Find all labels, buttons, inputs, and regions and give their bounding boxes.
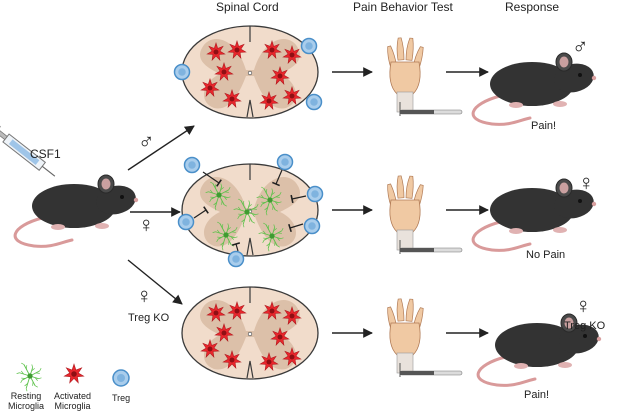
treg-cell-icon — [300, 37, 318, 55]
activated-microglia-icon — [200, 339, 220, 358]
paw-icon — [387, 175, 463, 254]
spinal-cord-icon — [181, 25, 319, 119]
inhibition-mark — [231, 242, 241, 252]
arrow-to-treg-ko — [127, 259, 183, 305]
inhibition-mark — [288, 223, 304, 233]
response-male-symbol: ♂ — [572, 34, 589, 59]
activated-microglia-icon — [270, 327, 290, 346]
header-spinal-cord: Spinal Cord — [216, 0, 279, 14]
female-symbol: ♀ — [138, 212, 155, 237]
syringe-icon — [0, 124, 56, 177]
header-pain-test: Pain Behavior Test — [353, 0, 453, 14]
activated-microglia-icon — [270, 66, 290, 85]
legend-activated-label: Activated Microglia — [54, 391, 92, 411]
response-female-symbol: ♀ — [578, 170, 595, 195]
activated-microglia-icon — [206, 303, 226, 322]
activated-microglia-icon — [262, 301, 282, 320]
activated-microglia-icon — [222, 350, 242, 369]
activated-microglia-icon — [206, 42, 226, 61]
outcome-row2: No Pain — [526, 249, 566, 261]
response-treg-ko-label: Treg KO — [564, 320, 606, 332]
response-female-ko-symbol: ♀ — [575, 293, 592, 318]
inhibition-mark — [202, 171, 222, 187]
header-response: Response — [505, 0, 560, 14]
row-1 — [173, 25, 463, 119]
resting-microglia-icon — [258, 222, 284, 252]
row-2 — [177, 153, 463, 268]
activated-microglia-icon — [262, 40, 282, 59]
activated-microglia-icon — [259, 91, 279, 110]
paw-icon — [387, 37, 463, 116]
outcome-row1: Pain! — [531, 120, 557, 132]
activated-microglia-icon — [282, 306, 302, 325]
resting-microglia-icon — [16, 362, 42, 392]
activated-microglia-icon — [259, 352, 279, 371]
outcome-row3: Pain! — [524, 389, 550, 401]
mouse-icon — [471, 178, 597, 252]
activated-microglia-icon — [63, 363, 85, 384]
inhibition-mark — [193, 206, 209, 219]
treg-cell-icon — [112, 369, 130, 387]
resting-microglia-icon — [256, 186, 282, 216]
arrow-to-male — [127, 125, 195, 171]
activated-microglia-icon — [214, 323, 234, 342]
mouse-icon — [13, 174, 139, 248]
csf1-label: CSF1 — [30, 147, 61, 161]
legend-resting-label: Resting Microglia — [8, 391, 45, 411]
activated-microglia-icon — [282, 86, 302, 105]
treg-cell-icon — [173, 63, 191, 81]
activated-microglia-icon — [200, 78, 220, 97]
mouse-icon — [471, 52, 597, 126]
paw-icon — [387, 298, 463, 377]
treg-ko-label: Treg KO — [128, 312, 170, 324]
activated-microglia-icon — [227, 40, 247, 59]
male-symbol: ♂ — [138, 129, 155, 154]
resting-microglia-icon — [212, 221, 238, 251]
activated-microglia-icon — [222, 89, 242, 108]
activated-microglia-icon — [227, 301, 247, 320]
inhibition-mark — [290, 194, 307, 204]
activated-microglia-icon — [282, 45, 302, 64]
spinal-cord-icon — [181, 286, 319, 380]
legend-treg-label: Treg — [112, 393, 131, 403]
activated-microglia-icon — [282, 347, 302, 366]
treg-cell-icon — [183, 156, 201, 174]
treg-cell-icon — [305, 93, 323, 111]
resting-microglia-icon — [233, 198, 259, 228]
row-3 — [181, 286, 463, 380]
inhibition-mark — [272, 169, 283, 187]
treg-cell-icon — [306, 185, 324, 203]
treg-cell-icon — [303, 217, 321, 235]
treg-cell-icon — [227, 250, 245, 268]
female-ko-symbol: ♀ — [136, 283, 153, 308]
treg-cell-icon — [177, 213, 195, 231]
resting-microglia-icon — [205, 181, 231, 211]
mouse-icon — [476, 313, 602, 387]
activated-microglia-icon — [214, 62, 234, 81]
treg-cell-icon — [276, 153, 294, 171]
